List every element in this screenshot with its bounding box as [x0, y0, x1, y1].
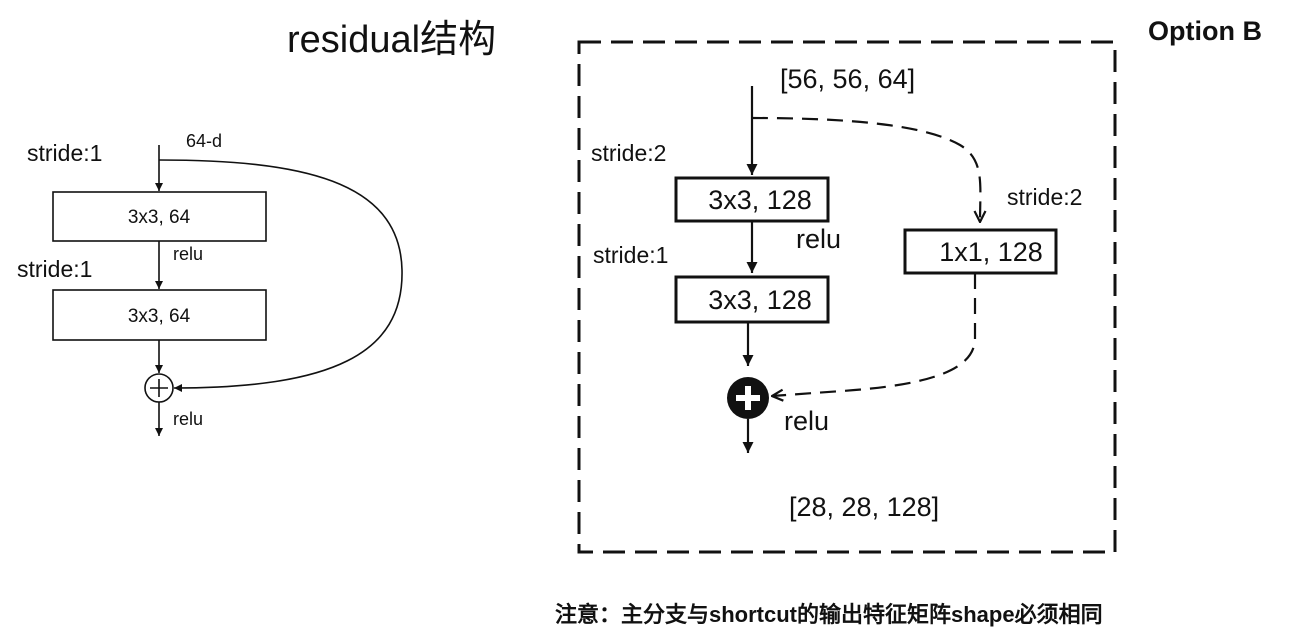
option-label: Option B: [1148, 16, 1262, 46]
diagram-title: residual结构: [287, 19, 496, 61]
right-conv2-label: 3x3, 128: [708, 285, 812, 315]
right-shortcut-path-bottom: [772, 273, 977, 396]
right-residual-block: [56, 56, 64] stride:2 3x3, 128 relu stri…: [577, 40, 1117, 554]
left-stride-2: stride:1: [17, 256, 92, 282]
shape-note: 注意：主分支与shortcut的输出特征矩阵shape必须相同: [555, 602, 1103, 627]
left-residual-block: 64-d stride:1 3x3, 64 relu stride:1 3x3,…: [17, 131, 403, 436]
shortcut-conv-box: [903, 228, 1058, 275]
right-shortcut-stride: stride:2: [1007, 184, 1082, 210]
right-conv1-box: [674, 176, 830, 223]
right-shortcut-path-top: [751, 116, 980, 222]
right-main-stride-2: stride:1: [593, 242, 668, 268]
left-stride-1: stride:1: [27, 140, 102, 166]
right-conv1-label: 3x3, 128: [708, 185, 812, 215]
left-relu-mid: relu: [173, 244, 203, 264]
left-relu-out: relu: [173, 409, 203, 429]
left-shortcut-curve: [158, 159, 403, 392]
left-conv2-box: [52, 289, 267, 341]
left-conv1-label: 3x3, 64: [128, 207, 191, 228]
right-relu-mid: relu: [796, 224, 841, 254]
right-input-shape: [56, 56, 64]: [780, 64, 915, 94]
right-add-icon: [727, 377, 769, 419]
right-main-stride-1: stride:2: [591, 140, 666, 166]
left-add-icon: [144, 373, 174, 403]
shortcut-conv-label: 1x1, 128: [939, 237, 1043, 267]
right-conv2-box: [674, 275, 830, 324]
option-b-frame: [577, 40, 1117, 554]
left-input-dim: 64-d: [186, 131, 222, 151]
right-relu-out: relu: [784, 406, 829, 436]
right-output-shape: [28, 28, 128]: [789, 492, 939, 522]
left-conv2-label: 3x3, 64: [128, 306, 191, 327]
